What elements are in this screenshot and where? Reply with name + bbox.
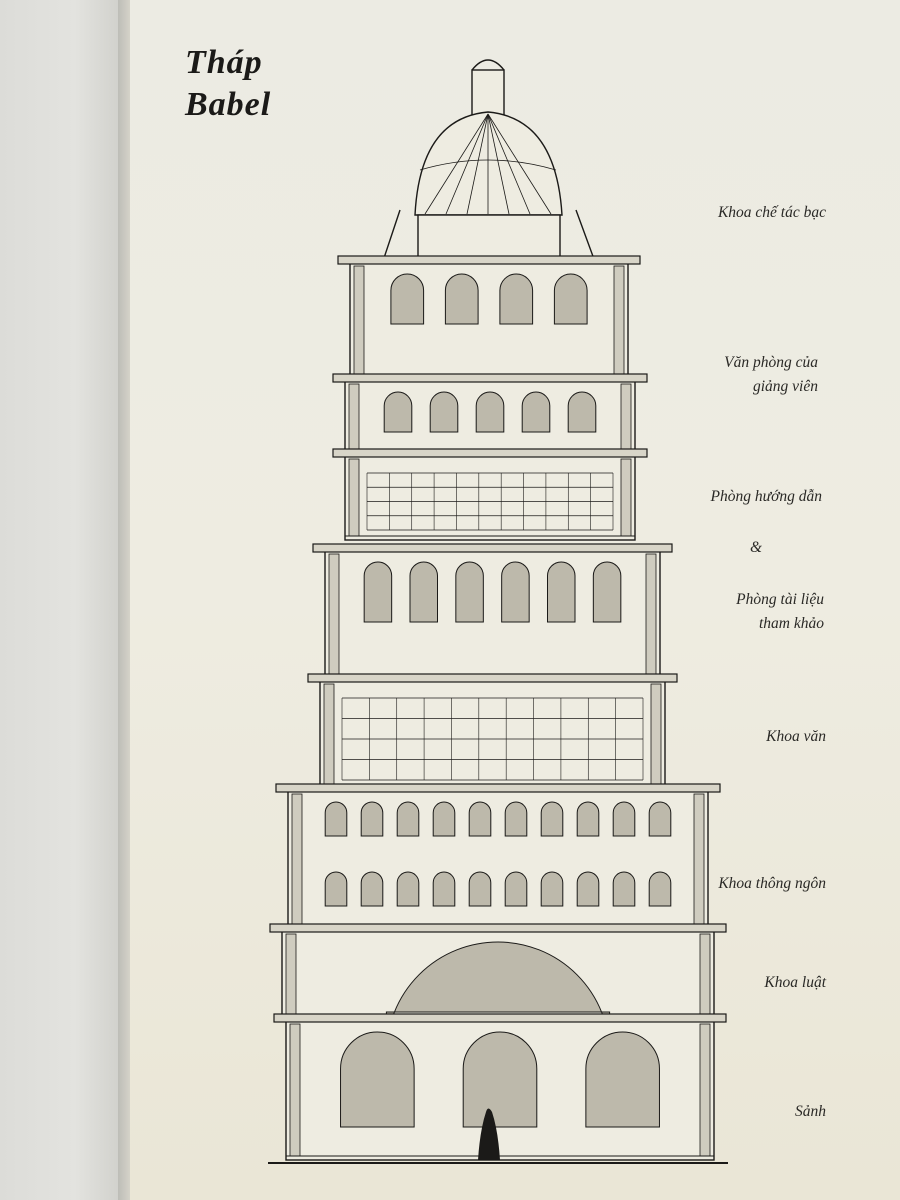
column-left: [328, 553, 340, 677]
arch-window: [396, 801, 420, 837]
arch-window: [444, 273, 479, 325]
page-title: Tháp Babel: [185, 42, 271, 126]
cornice: [332, 448, 648, 458]
label-reference-rooms: Phòng tài liệu tham khảo: [640, 588, 824, 636]
arch-window: [432, 801, 456, 837]
label-reference-line-2: tham khảo: [758, 615, 824, 632]
arch-window: [592, 561, 622, 623]
dome-ring: [419, 159, 557, 171]
arch-window: [324, 801, 348, 837]
title-line-1: Tháp: [185, 44, 263, 81]
cornice: [269, 923, 727, 933]
cornice: [337, 255, 641, 265]
cornice: [332, 373, 648, 383]
column-left: [291, 793, 303, 927]
dome-rib: [487, 113, 531, 215]
arch-window: [576, 871, 600, 907]
arch-window: [383, 391, 413, 433]
label-reference-line-1: Phòng tài liệu: [736, 591, 824, 608]
dome: [414, 111, 563, 216]
tier-tutorial-rooms: [344, 454, 636, 541]
arch-window: [409, 561, 438, 623]
arch-window: [468, 871, 492, 907]
dome-rib: [445, 113, 489, 215]
label-tutorial-rooms: Phòng hướng dẫn: [710, 488, 822, 505]
label-faculty-line-1: Văn phòng của: [724, 354, 818, 371]
arch-window: [540, 801, 564, 837]
label-law-faculty: Khoa luật: [764, 974, 826, 991]
arch-window: [648, 871, 672, 907]
dome-rib: [424, 113, 489, 215]
arch-window: [521, 391, 551, 433]
arch-window: [585, 1031, 660, 1128]
column-right: [620, 458, 632, 537]
arch-window: [324, 871, 348, 907]
column-left: [323, 683, 335, 787]
label-faculty-line-2: giảng viên: [753, 378, 818, 395]
arch-window: [612, 871, 636, 907]
arch-window: [462, 1031, 538, 1128]
tier-literature-faculty: [319, 679, 666, 791]
arch-window: [501, 561, 530, 623]
arch-window: [340, 1031, 415, 1128]
dome-rib: [487, 113, 552, 215]
column-left: [353, 265, 365, 377]
arch-window: [540, 871, 564, 907]
cornice: [275, 783, 721, 793]
arch-window: [390, 273, 425, 325]
label-literature-faculty: Khoa văn: [766, 728, 826, 745]
arch-window: [360, 871, 384, 907]
tier-interpreting-faculty: [287, 789, 709, 931]
arch-window: [468, 801, 492, 837]
arch-window: [648, 801, 672, 837]
arch-window: [455, 561, 484, 623]
cornice: [273, 1013, 727, 1023]
label-faculty-offices: Văn phòng của giảng viên: [640, 351, 818, 399]
column-right: [699, 1023, 711, 1157]
arch-window: [499, 273, 534, 325]
arch-window: [547, 561, 576, 623]
arch-window: [612, 801, 636, 837]
column-right: [620, 383, 632, 452]
lantern: [471, 69, 505, 116]
dome-rib: [487, 113, 510, 215]
column-left: [348, 383, 360, 452]
label-interpreting-faculty: Khoa thông ngôn: [718, 875, 826, 892]
left-page: [0, 0, 125, 1200]
label-silver-faculty: Khoa chế tác bạc: [717, 204, 826, 221]
arch-window: [360, 801, 384, 837]
arch-window: [429, 391, 459, 433]
label-ampersand: &: [749, 539, 762, 556]
column-left: [348, 458, 360, 537]
book-gutter: [118, 0, 132, 1200]
arch-window: [576, 801, 600, 837]
cornice: [307, 673, 678, 683]
column-right: [693, 793, 705, 927]
arch-window: [363, 561, 393, 623]
cornice: [312, 543, 673, 553]
dome-rib: [466, 113, 489, 215]
arch-window: [432, 871, 456, 907]
arch-window: [567, 391, 597, 433]
label-lobby: Sảnh: [795, 1103, 826, 1120]
arch-window: [504, 801, 528, 837]
column-left: [289, 1023, 301, 1157]
figure-in-lobby: [478, 1108, 500, 1160]
title-line-2: Babel: [185, 86, 272, 123]
column-right: [613, 265, 625, 377]
arch-window: [475, 391, 505, 433]
column-left: [285, 933, 297, 1017]
arch-window: [553, 273, 588, 325]
arch-window: [504, 871, 528, 907]
arch-window: [396, 871, 420, 907]
lantern-cap: [471, 59, 505, 71]
